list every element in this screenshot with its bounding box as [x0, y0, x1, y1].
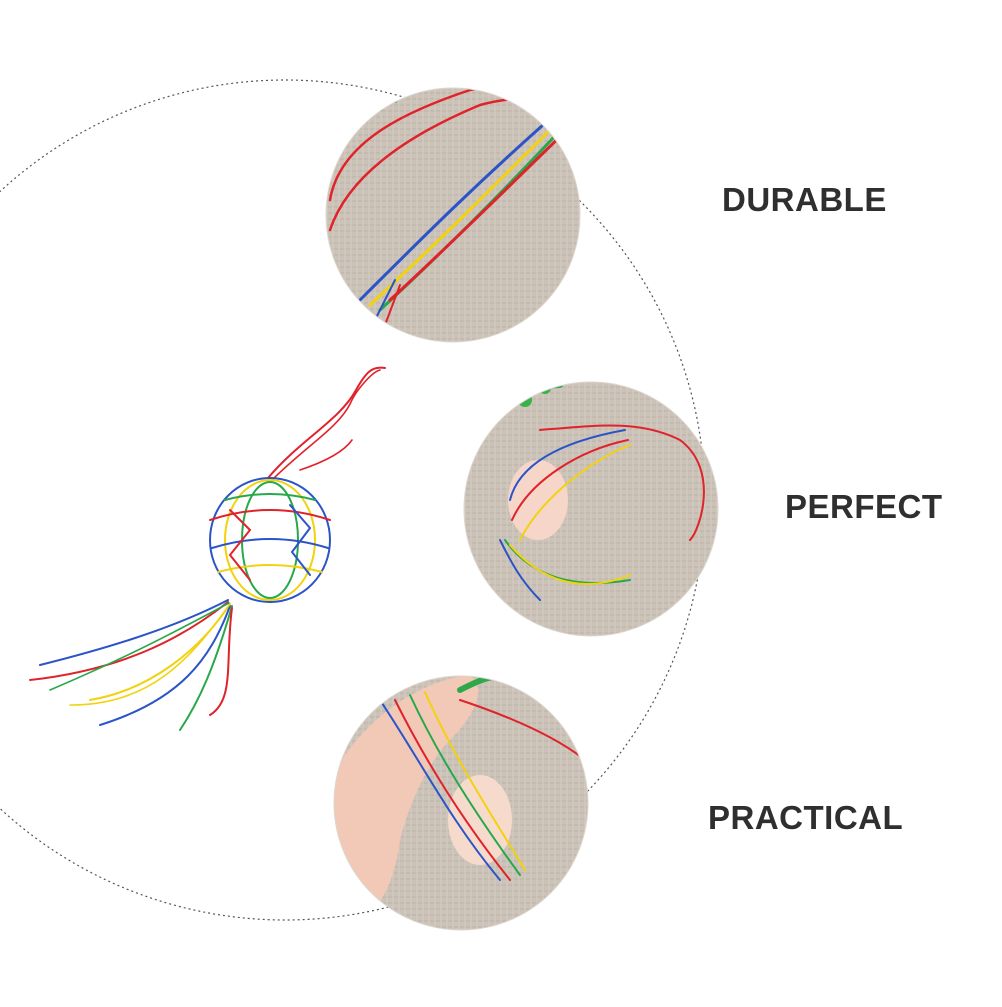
- durable-photo: [326, 88, 580, 342]
- perfect-photo-border: [463, 381, 719, 637]
- perfect-photo: [464, 382, 718, 636]
- feature-label-perfect: PERFECT: [785, 488, 943, 525]
- egg-net-product-image: [29, 366, 386, 731]
- durable-photo-border: [325, 87, 581, 343]
- practical-photo: [334, 676, 588, 930]
- practical-photo-border: [333, 675, 589, 931]
- feature-label-practical: PRACTICAL: [708, 799, 904, 836]
- feature-label-durable: DURABLE: [722, 181, 887, 218]
